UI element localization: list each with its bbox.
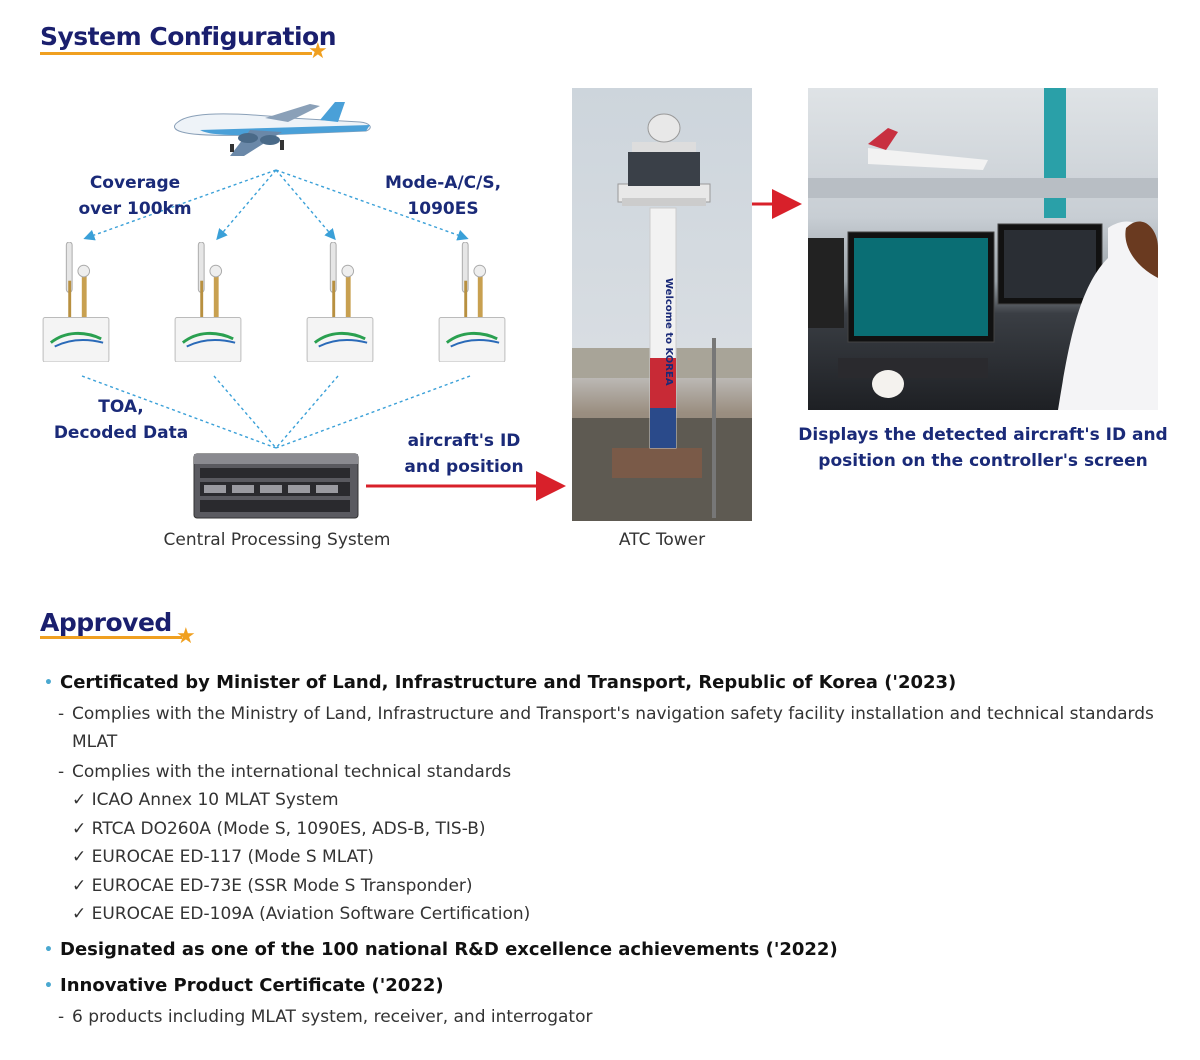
standard-item: ✓ EUROCAE ED-73E (SSR Mode S Transponder… [72, 875, 473, 896]
aircraft-id-label-line-1: aircraft's ID [407, 431, 521, 451]
approved-subitem-ministry-standards: Complies with the Ministry of Land, Infr… [58, 700, 1164, 756]
standard-item: ✓ RTCA DO260A (Mode S, 1090ES, ADS-B, TI… [72, 818, 486, 839]
airplane-icon [174, 102, 371, 156]
ministry-standards-text-cont: MLAT [72, 732, 118, 752]
star-icon: ★ [308, 39, 328, 64]
display-caption: Displays the detected aircraft's ID and … [796, 422, 1170, 474]
atc-tower-photo: Welcome to KOREA [572, 88, 752, 521]
approved-item-innovative-product: Innovative Product Certificate ('2022) [44, 971, 1164, 1001]
title-underline [40, 52, 312, 55]
display-caption-line-1: Displays the detected aircraft's ID and [798, 425, 1168, 445]
controller-illustration [808, 88, 1158, 410]
approved-item-certification: Certificated by Minister of Land, Infras… [44, 668, 1164, 698]
standard-item: ✓ EUROCAE ED-117 (Mode S MLAT) [72, 847, 374, 867]
approved-list: Certificated by Minister of Land, Infras… [44, 668, 1164, 1031]
receiver-icon [438, 242, 506, 362]
mode-label-line-1: Mode-A/C/S, [384, 173, 502, 193]
mode-label-line-2: 1090ES [407, 199, 479, 219]
server-icon [193, 453, 359, 519]
receiver-icon [174, 242, 242, 362]
receiver-icon [306, 242, 374, 362]
toa-label-line-1: TOA, [98, 397, 144, 417]
tower-illustration [572, 113, 752, 521]
section-title-system-configuration: System Configuration [40, 22, 337, 51]
approved-item-rnd-achievement: Designated as one of the 100 national R&… [44, 935, 1164, 965]
section-title-approved: Approved [40, 608, 172, 637]
aircraft-id-label: aircraft's ID and position [400, 428, 528, 480]
cps-caption: Central Processing System [163, 530, 391, 550]
tower-caption: ATC Tower [618, 530, 706, 550]
display-caption-line-2: position on the controller's screen [818, 451, 1148, 471]
aircraft-id-label-line-2: and position [404, 457, 524, 477]
mode-label: Mode-A/C/S, 1090ES [380, 170, 506, 222]
approved-subitem-international-standards: Complies with the international technica… [58, 758, 1164, 786]
toa-label-line-2: Decoded Data [53, 423, 189, 443]
receiver-icon [42, 242, 110, 362]
standard-item: ✓ EUROCAE ED-109A (Aviation Software Cer… [72, 904, 531, 924]
star-icon: ★ [176, 624, 196, 649]
ministry-standards-text: Complies with the Ministry of Land, Infr… [72, 704, 1154, 724]
toa-label: TOA, Decoded Data [50, 394, 192, 446]
title-underline [40, 636, 182, 639]
tower-sign: Welcome to KOREA [663, 278, 674, 386]
approved-subitem-products: 6 products including MLAT system, receiv… [58, 1003, 1164, 1031]
coverage-label-line-2: over 100km [78, 199, 192, 219]
controller-screen-photo [808, 88, 1158, 410]
coverage-label-line-1: Coverage [89, 173, 181, 193]
coverage-label: Coverage over 100km [70, 170, 200, 222]
standard-item: ✓ ICAO Annex 10 MLAT System [72, 790, 339, 810]
